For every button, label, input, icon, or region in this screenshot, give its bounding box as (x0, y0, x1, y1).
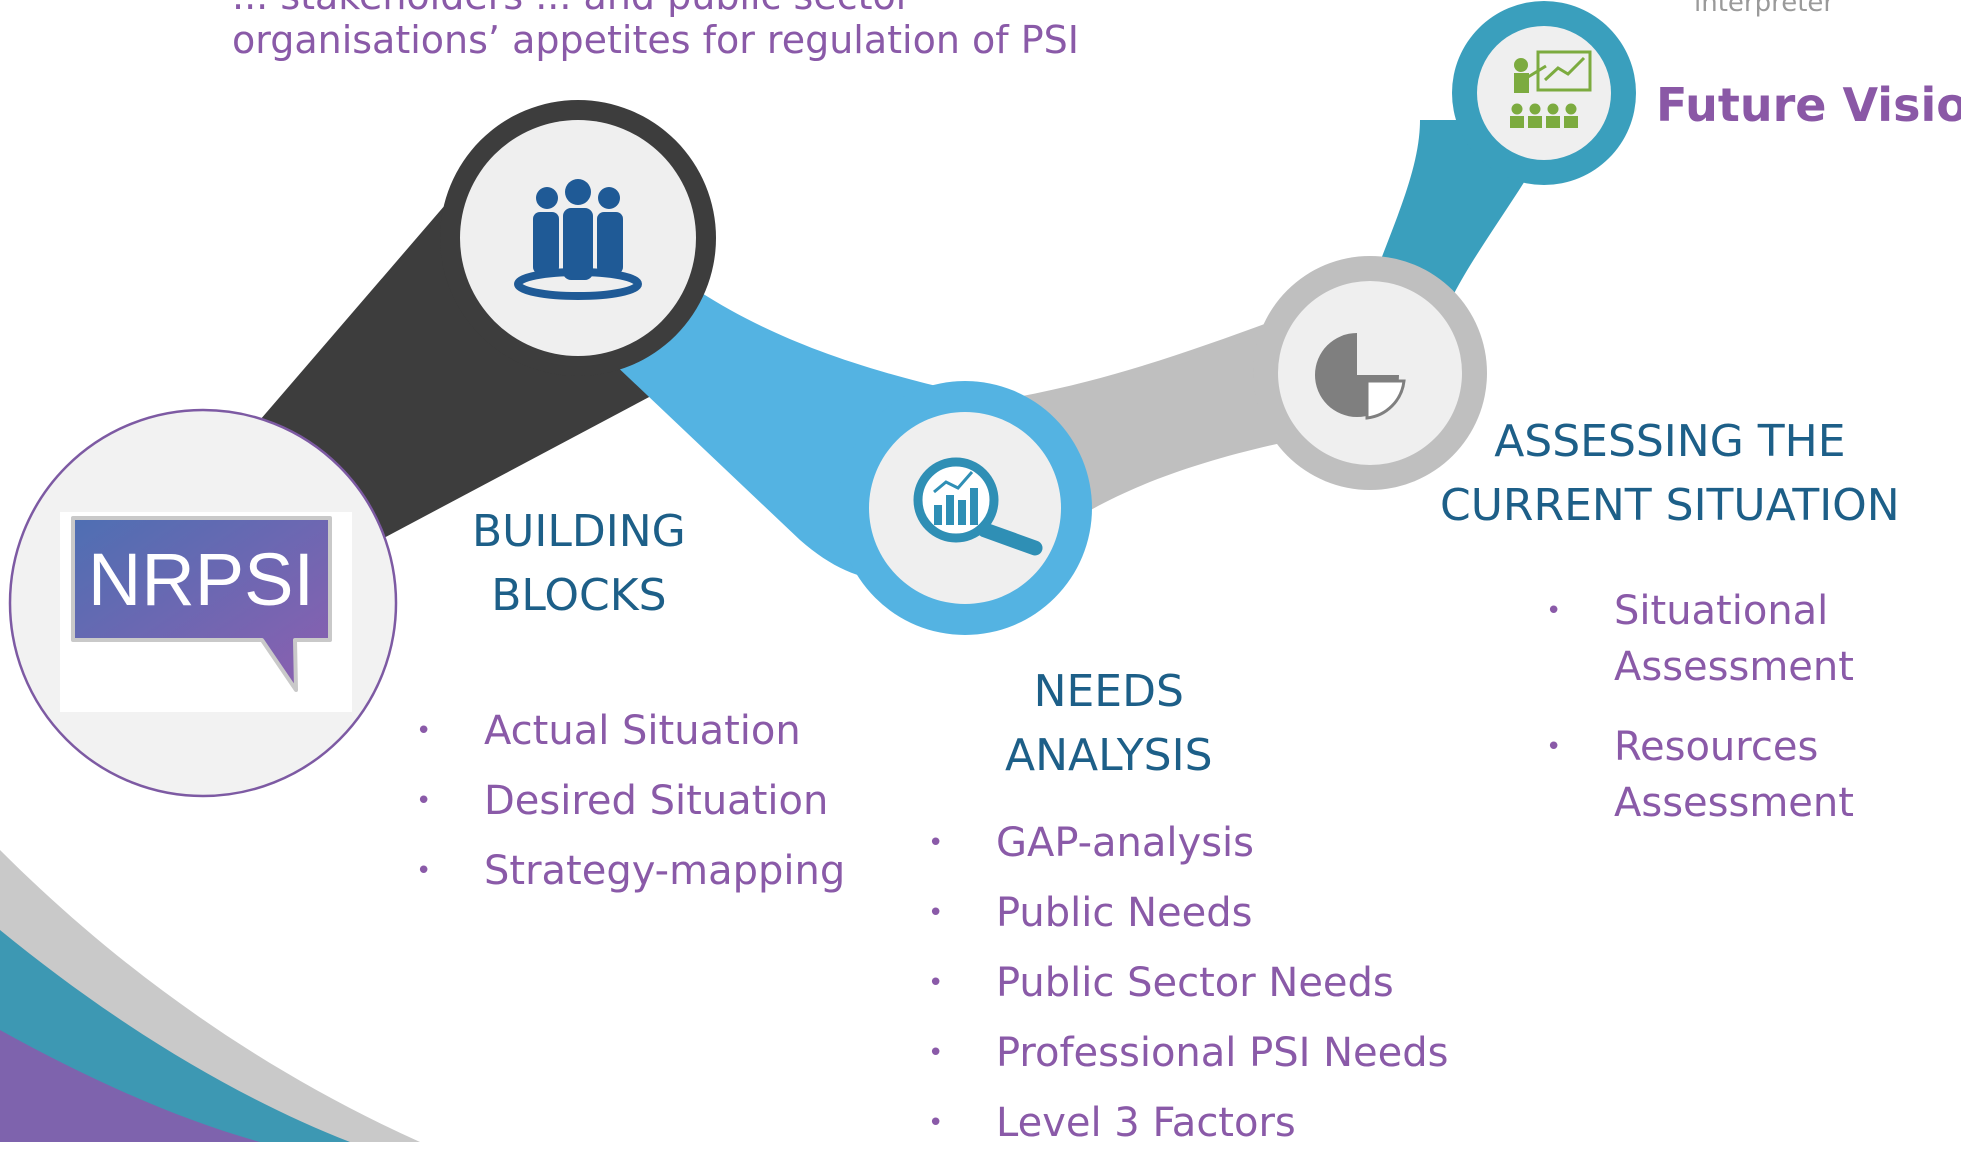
needs-analysis-heading-line2: ANALYSIS (1005, 730, 1213, 781)
list-item: Public Needs (926, 878, 1449, 948)
building-blocks-heading-line2: BLOCKS (491, 570, 667, 621)
assessing-heading-line2: CURRENT SITUATION (1440, 480, 1900, 531)
needs-analysis-heading-line1: NEEDS (1033, 666, 1184, 717)
building-blocks-heading: BUILDING BLOCKS (472, 500, 686, 628)
presentation-icon (1510, 50, 1592, 128)
people-group-icon (514, 179, 642, 300)
node-assessing (1253, 256, 1487, 490)
node-future-vision (1452, 1, 1636, 185)
logo-fragment-text: interpreter (1694, 0, 1835, 18)
future-vision-title: Future Vision (1656, 78, 1961, 132)
assessing-heading: ASSESSING THE CURRENT SITUATION (1440, 410, 1900, 538)
nrpsi-logo: NRPSI (60, 512, 352, 712)
building-blocks-list: Actual Situation Desired Situation Strat… (414, 696, 845, 906)
list-item: Strategy-mapping (414, 836, 845, 906)
building-blocks-heading-line1: BUILDING (472, 506, 686, 557)
magnifier-chart-icon (913, 457, 1043, 556)
list-item: Situational Assessment (1544, 583, 1874, 695)
intro-partial-line: ... stakeholders ... and public sector (232, 0, 911, 18)
list-item: Actual Situation (414, 696, 845, 766)
list-item: Desired Situation (414, 766, 845, 836)
assessing-list: Situational Assessment Resources Assessm… (1544, 583, 1874, 855)
pie-chart-icon (1315, 333, 1406, 420)
list-item: Level 3 Factors (926, 1088, 1449, 1158)
nrpsi-logo-text: NRPSI (88, 538, 314, 621)
needs-analysis-heading: NEEDS ANALYSIS (1005, 660, 1213, 788)
needs-analysis-list: GAP-analysis Public Needs Public Sector … (926, 808, 1449, 1158)
list-item: Resources Assessment (1544, 719, 1874, 831)
list-item: Professional PSI Needs (926, 1018, 1449, 1088)
assessing-heading-line1: ASSESSING THE (1494, 416, 1846, 467)
connector-dark (260, 190, 700, 540)
list-item: Public Sector Needs (926, 948, 1449, 1018)
corner-swoosh-decoration (0, 850, 420, 1142)
list-item: GAP-analysis (926, 808, 1449, 878)
intro-line: organisations’ appetites for regulation … (232, 18, 1079, 62)
